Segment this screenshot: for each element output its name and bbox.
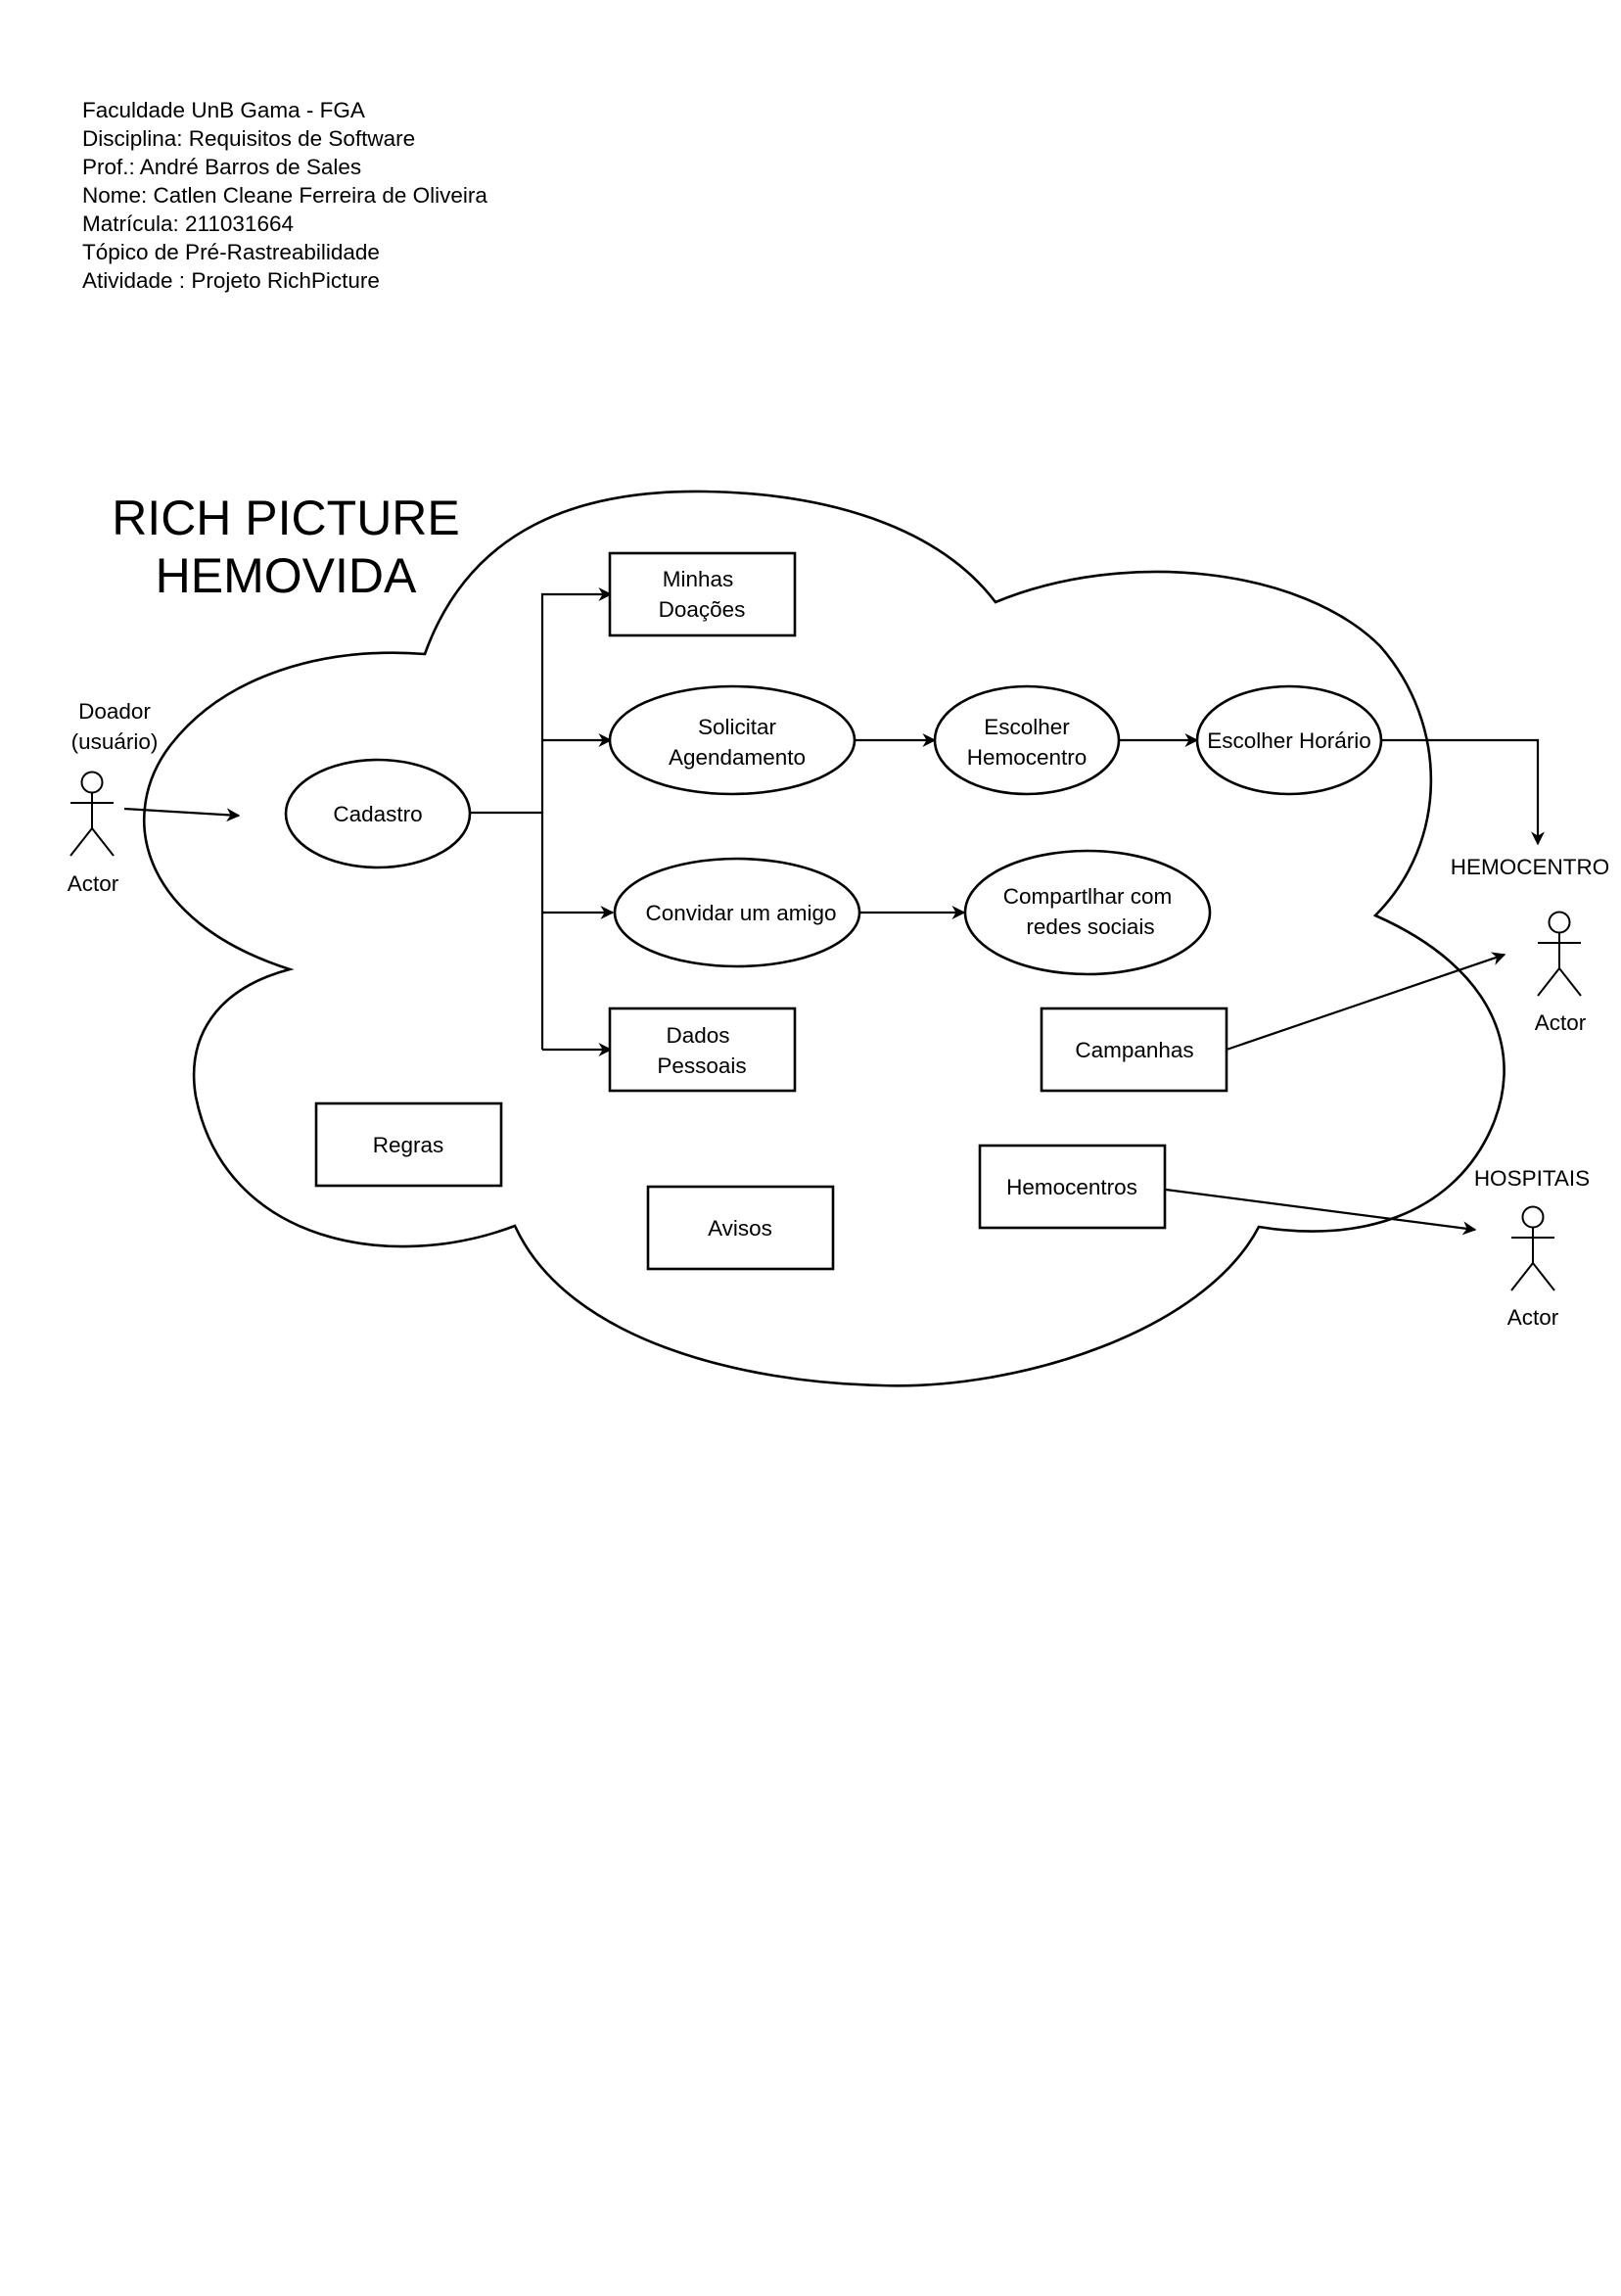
- box-regras-label: Regras: [373, 1133, 444, 1157]
- usecase-solicitar-line1: Solicitar: [698, 715, 777, 739]
- header-line-professor: Prof.: André Barros de Sales: [82, 155, 362, 179]
- actor-doador-name-line2: (usuário): [71, 729, 159, 754]
- box-minhas-doacoes: Minhas Doações: [608, 551, 797, 637]
- box-dados-pessoais-line1: Dados: [666, 1023, 729, 1048]
- box-minhas-doacoes-line2: Doações: [659, 597, 746, 622]
- actor-hospitais: HOSPITAIS Actor: [1474, 1166, 1590, 1330]
- usecase-escolher-horario: Escolher Horário: [1195, 684, 1383, 796]
- usecase-convidar-label: Convidar um amigo: [645, 901, 836, 925]
- connector-campanhas-hemocentro-actor: [1226, 952, 1506, 1052]
- usecase-escolher-hemocentro-line2: Hemocentro: [967, 745, 1088, 770]
- header-line-enrollment: Matrícula: 211031664: [82, 211, 294, 236]
- usecase-compartilhar-line1: Compartlhar com: [1003, 884, 1173, 909]
- connector-horario-hemocentro-actor: [1382, 738, 1545, 846]
- box-hemocentros-label: Hemocentros: [1006, 1175, 1137, 1199]
- usecase-escolher-hemocentro-line1: Escolher: [984, 715, 1070, 739]
- title-line2: HEMOVIDA: [156, 548, 417, 603]
- box-regras: Regras: [314, 1101, 503, 1188]
- box-dados-pessoais: Dados Pessoais: [608, 1007, 797, 1093]
- box-hemocentros: Hemocentros: [978, 1144, 1167, 1230]
- header-line-activity: Atividade : Projeto RichPicture: [82, 268, 380, 293]
- actor-hemocentro-figure: [1537, 911, 1582, 997]
- header-line-institution: Faculdade UnB Gama - FGA: [82, 98, 365, 122]
- box-campanhas-label: Campanhas: [1075, 1038, 1193, 1062]
- header-line-topic: Tópico de Pré-Rastreabilidade: [82, 240, 380, 264]
- usecase-solicitar-line2: Agendamento: [669, 745, 806, 770]
- usecase-escolher-horario-label: Escolher Horário: [1207, 728, 1371, 753]
- connector-hemocentros-hospitais-actor: [1165, 1188, 1477, 1236]
- header-line-name: Nome: Catlen Cleane Ferreira de Oliveira: [82, 183, 487, 208]
- usecase-convidar-amigo: Convidar um amigo: [613, 857, 861, 968]
- header-line-discipline: Disciplina: Requisitos de Software: [82, 126, 416, 151]
- usecase-cadastro: Cadastro: [284, 758, 472, 869]
- actor-hemocentro: HEMOCENTRO Actor: [1451, 855, 1610, 1035]
- usecase-cadastro-label: Cadastro: [333, 802, 422, 826]
- usecase-solicitar-agendamento: Solicitar Agendamento: [608, 684, 857, 796]
- box-campanhas: Campanhas: [1040, 1007, 1228, 1093]
- actor-doador-figure: [69, 771, 115, 857]
- usecase-compartilhar-line2: redes sociais: [1026, 914, 1154, 939]
- actor-hospitais-figure: [1510, 1205, 1555, 1291]
- actor-hemocentro-caption: Actor: [1535, 1010, 1587, 1035]
- box-dados-pessoais-line2: Pessoais: [657, 1054, 746, 1078]
- box-minhas-doacoes-line1: Minhas: [663, 567, 734, 591]
- connector-doador-cadastro: [123, 807, 241, 822]
- actor-doador-name-line1: Doador: [78, 699, 151, 724]
- box-avisos: Avisos: [646, 1185, 835, 1271]
- usecase-escolher-hemocentro: Escolher Hemocentro: [933, 684, 1121, 796]
- usecase-compartilhar-redes: Compartlhar com redes sociais: [963, 849, 1212, 976]
- actor-hemocentro-name: HEMOCENTRO: [1451, 855, 1610, 879]
- title-line1: RICH PICTURE: [112, 491, 460, 545]
- actor-hospitais-name: HOSPITAIS: [1474, 1166, 1590, 1191]
- box-avisos-label: Avisos: [708, 1216, 772, 1241]
- actor-doador-caption: Actor: [68, 871, 119, 896]
- actor-hospitais-caption: Actor: [1507, 1305, 1559, 1330]
- actor-doador: Doador (usuário) Actor: [68, 699, 159, 896]
- header-info: Faculdade UnB Gama - FGA Disciplina: Req…: [82, 96, 487, 295]
